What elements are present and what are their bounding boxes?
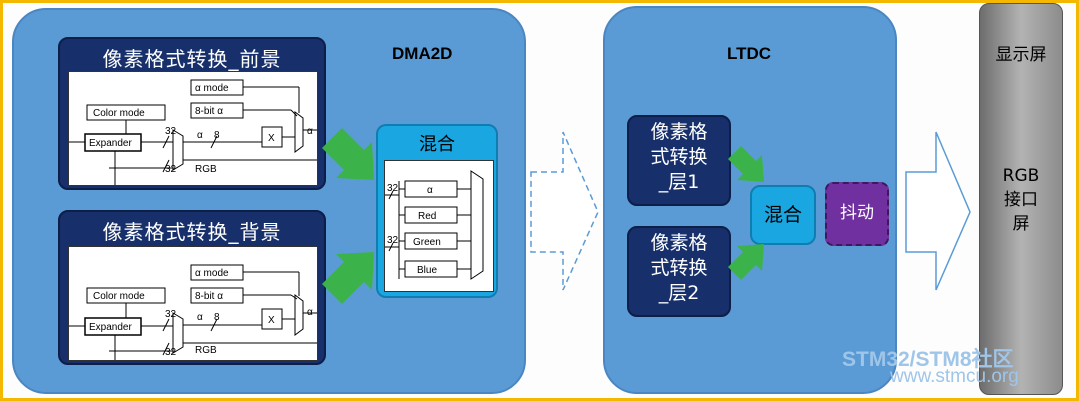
fg-alpha-mode-label: α mode — [195, 83, 229, 94]
bg-alpha-sym: α — [197, 312, 203, 323]
fg-color-mode-label: Color mode — [93, 108, 145, 119]
fg-bus32-top: 32 — [165, 126, 177, 137]
bg-rgb-label: RGB — [195, 345, 217, 356]
dither-box: 抖动 — [825, 182, 889, 246]
fg-8bit-alpha-label: 8-bit α — [195, 106, 223, 117]
display-screen: 显示屏 RGB 接口 屏 — [979, 3, 1063, 395]
blend-alpha-channel: α — [427, 185, 433, 196]
screen-label-line1: RGB — [1002, 166, 1040, 186]
fg-bus32-bot: 32 — [165, 164, 177, 175]
blend-bus-bot: 32 — [387, 235, 399, 246]
ltdc-blend-box: 混合 — [750, 185, 816, 245]
fg-rgb-label: RGB — [195, 164, 217, 175]
bg-bus32-bot: 32 — [165, 347, 177, 358]
fg-alpha-sym: α — [197, 130, 203, 141]
dma2d-blend-box: 混合 α Red Green Blue 32 32 — [376, 124, 498, 298]
bg-alpha-mode-label: α mode — [195, 268, 229, 279]
bg-multiply-label: X — [268, 315, 275, 326]
ltdc-layer2-box: 像素格 式转换 _层2 — [627, 226, 731, 317]
ltdc-layer1-box: 像素格 式转换 _层1 — [627, 115, 731, 206]
fg-expander-label: Expander — [89, 138, 132, 149]
layer1-line1: 像素格 — [650, 121, 708, 143]
ltdc-title: LTDC — [727, 44, 772, 63]
bg-bus32-top: 32 — [165, 309, 177, 320]
screen-label-line2: 接口 — [1004, 190, 1038, 210]
layer1-line2: 式转换 — [650, 146, 708, 168]
foreground-schematic: α mode 8-bit α Color mode Expander X 32 … — [68, 71, 318, 186]
fg-alpha-out: α — [307, 126, 313, 137]
background-format-box: 像素格式转换_背景 α mode 8-bit α Color mode Expa… — [58, 210, 326, 365]
screen-label-line3: 屏 — [1012, 214, 1030, 234]
layer2-line3: _层2 — [658, 282, 700, 304]
background-schematic: α mode 8-bit α Color mode Expander X 32 … — [68, 246, 318, 361]
fg-multiply-label: X — [268, 133, 275, 144]
foreground-format-box: 像素格式转换_前景 α mode 8-bit α Color mode Expa… — [58, 37, 326, 190]
screen-interface-label: RGB 接口 屏 — [980, 164, 1062, 236]
blend-red-channel: Red — [418, 211, 436, 222]
bg-color-mode-label: Color mode — [93, 291, 145, 302]
layer1-line3: _层1 — [658, 171, 700, 193]
dma2d-blend-title: 混合 — [419, 134, 455, 155]
blend-green-channel: Green — [413, 237, 441, 248]
screen-title: 显示屏 — [995, 45, 1047, 65]
fg-eight-label: 8 — [214, 130, 220, 141]
bg-8bit-alpha-label: 8-bit α — [195, 291, 223, 302]
bg-expander-label: Expander — [89, 322, 132, 333]
blend-bus-top: 32 — [387, 183, 399, 194]
layer2-line2: 式转换 — [650, 257, 708, 279]
watermark-url: www.stmcu.org — [890, 366, 1019, 387]
watermark-brand: STM32/STM8社区 — [842, 348, 1014, 371]
bg-eight-label: 8 — [214, 312, 220, 323]
layer2-line1: 像素格 — [650, 232, 708, 254]
dma2d-title: DMA2D — [392, 44, 453, 63]
foreground-format-title: 像素格式转换_前景 — [102, 47, 282, 71]
background-format-title: 像素格式转换_背景 — [102, 220, 282, 244]
blend-blue-channel: Blue — [417, 265, 437, 276]
blend-schematic: α Red Green Blue 32 32 — [384, 160, 494, 292]
